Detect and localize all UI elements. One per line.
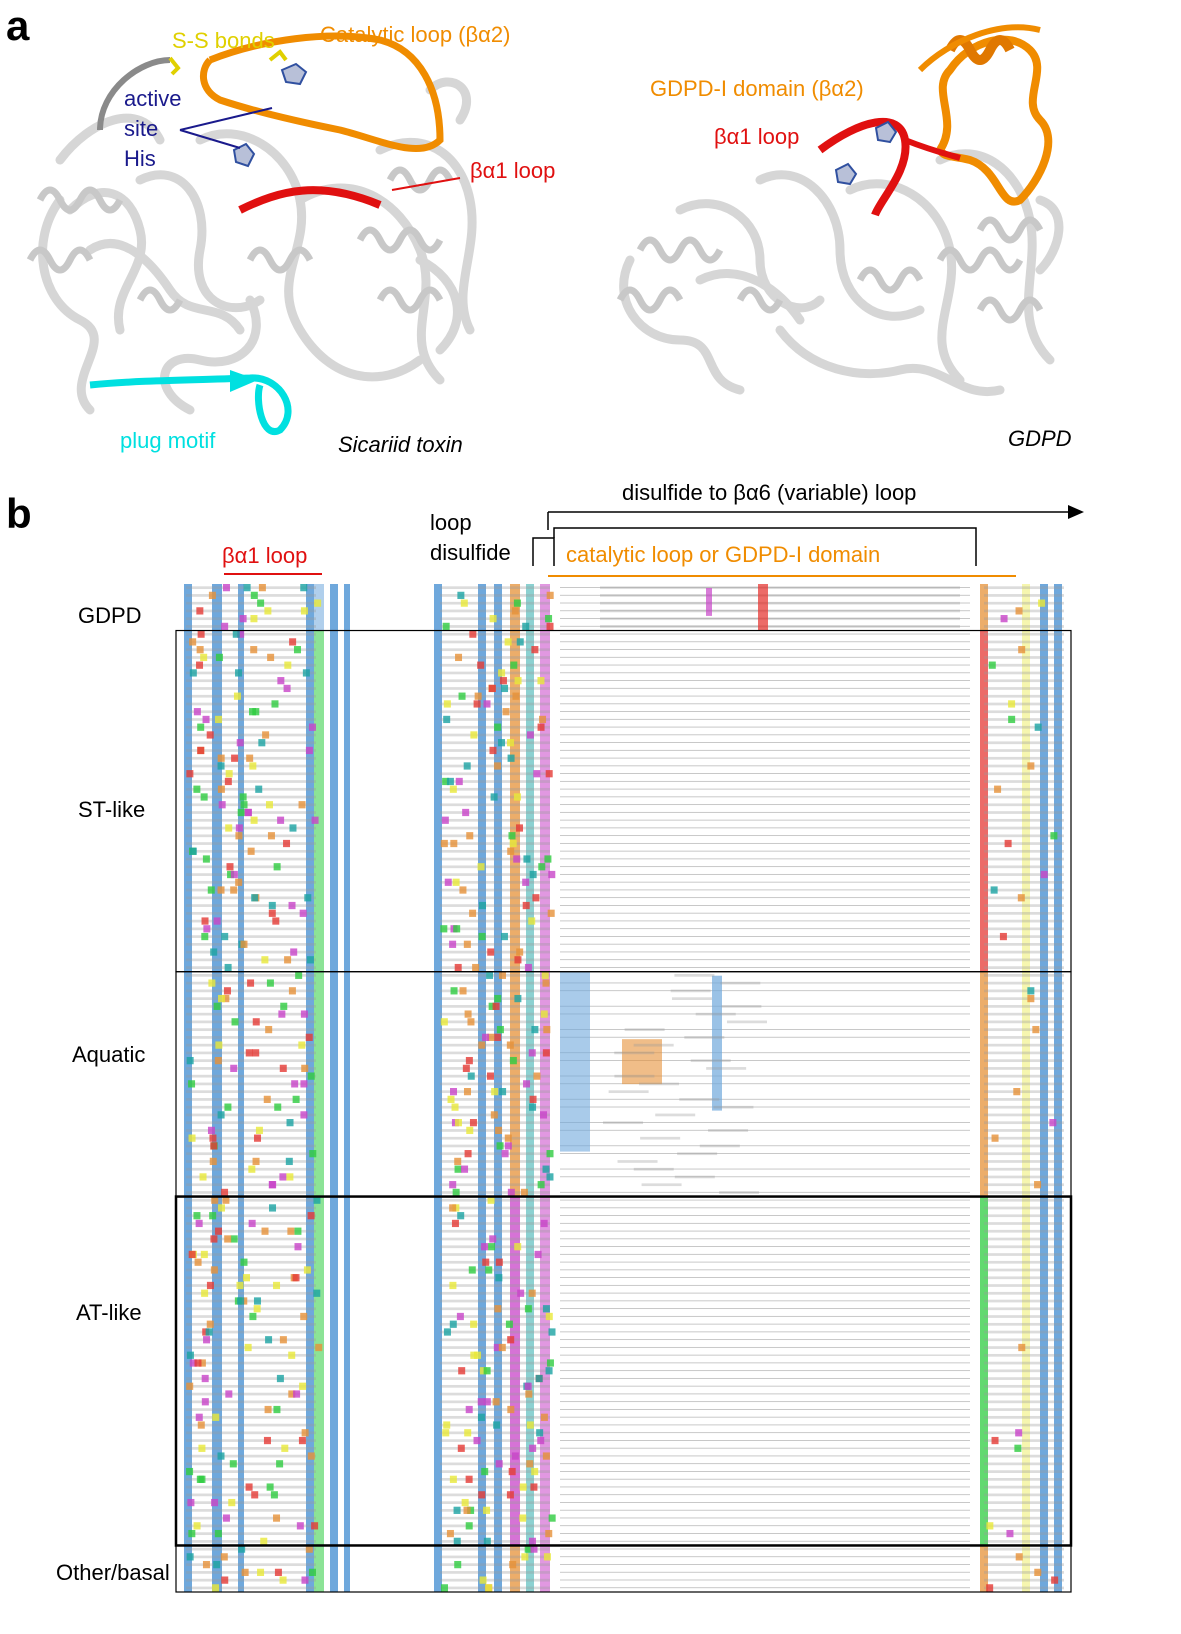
group-label-other-basal: Other/basal [56,1560,170,1585]
site-label: site [124,116,159,141]
group-label-at-like: AT-like [76,1300,142,1325]
b-disulfide-to-loop-label: disulfide to βα6 (variable) loop [622,480,917,505]
group-label-gdpd: GDPD [78,603,142,628]
panel-letter-b: b [6,490,32,537]
group-label-st-like: ST-like [78,797,146,822]
b-catalytic-or-gdpd-label: catalytic loop or GDPD-I domain [566,542,881,567]
panel-a-structures [26,24,1064,435]
panel-letter-a: a [6,2,30,49]
beta-alpha1-loop-label-left: βα1 loop [470,158,556,183]
catalytic-loop-label: Catalytic loop (βα2) [320,22,511,47]
active-label: active [124,86,182,111]
b-loop-label: loop [430,510,472,535]
gdpd-domain-label: GDPD-I domain (βα2) [650,76,864,101]
b-beta-alpha1-loop-label: βα1 loop [222,543,308,568]
group-label-aquatic: Aquatic [72,1042,146,1067]
ss-bonds-label: S-S bonds [172,28,275,53]
sicariid-toxin-structure [26,32,477,435]
gdpd-structure-label: GDPD [1008,426,1072,451]
his-label: His [124,146,156,171]
beta-alpha1-loop-label-right: βα1 loop [714,124,800,149]
b-disulfide-label: disulfide [430,540,511,565]
sicariid-toxin-label: Sicariid toxin [338,432,463,457]
plug-motif-label: plug motif [120,428,216,453]
gdpd-structure [616,24,1064,397]
